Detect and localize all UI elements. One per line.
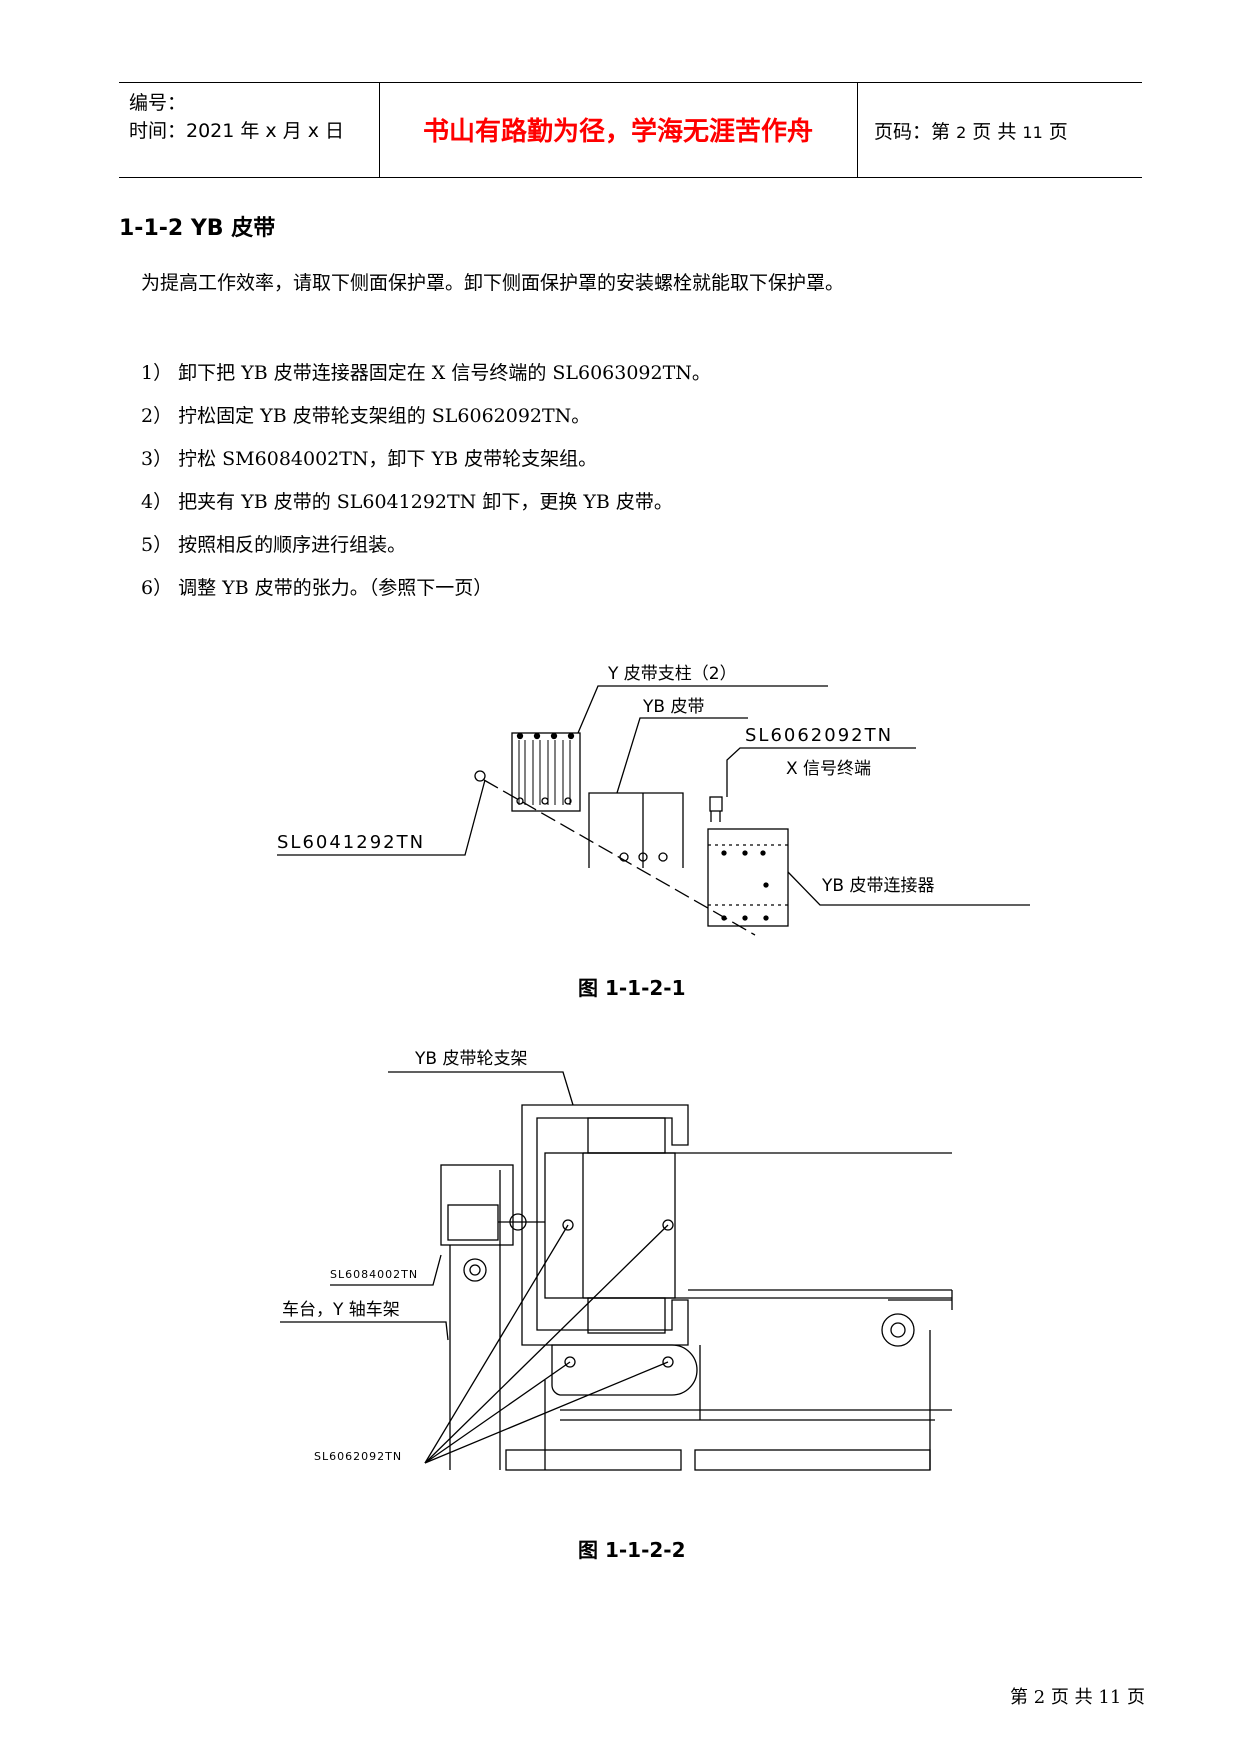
document-header: 编号： 时间：2021 年 x 月 x 日 书山有路勤为径，学海无涯苦作舟 页码… (119, 82, 1142, 178)
label-sl6084002tn: SL6084002TN (330, 1268, 418, 1281)
step-item: 1） 卸下把 YB 皮带连接器固定在 X 信号终端的 SL6063092TN。 (141, 362, 711, 384)
label-sl6062092tn-2: SL6062092TN (314, 1450, 402, 1463)
step-item: 4） 把夹有 YB 皮带的 SL6041292TN 卸下，更换 YB 皮带。 (141, 491, 673, 513)
header-motto: 书山有路勤为径，学海无涯苦作舟 (422, 117, 813, 147)
label-y-belt-post: Y 皮带支柱（2） (607, 664, 737, 684)
label-table-y-axis-frame: 车台，Y 轴车架 (282, 1300, 400, 1320)
page-prefix: 页码：第 (874, 121, 951, 143)
figure-1-caption: 图 1-1-2-1 (578, 976, 686, 1000)
page-suffix: 页 (1048, 121, 1068, 143)
page-current: 2 (956, 123, 967, 142)
belt-connector (707, 828, 789, 927)
section-intro: 为提高工作效率，请取下侧面保护罩。卸下侧面保护罩的安装螺栓就能取下保护罩。 (141, 272, 845, 294)
label-x-signal-terminal: X 信号终端 (786, 759, 871, 779)
header-meta: 编号： 时间：2021 年 x 月 x 日 (129, 89, 344, 145)
page-footer: 第 2 页 共 11 页 (1010, 1687, 1145, 1708)
label-yb-pulley-bracket: YB 皮带轮支架 (414, 1049, 527, 1069)
page-total: 11 (1022, 123, 1043, 142)
step-item: 2） 拧松固定 YB 皮带轮支架组的 SL6062092TN。 (141, 405, 591, 427)
header-divider (379, 83, 380, 177)
header-page-indicator: 页码：第 2 页 共 11 页 (874, 117, 1068, 144)
label-yb-belt-connector: YB 皮带连接器 (821, 876, 934, 896)
label-yb-belt: YB 皮带 (642, 697, 704, 717)
label-sl6062092tn: SL6062092TN (745, 725, 893, 746)
belt-post-block (511, 732, 581, 812)
figure-2-drawing (280, 1071, 953, 1471)
document-time-label: 时间：2021 年 x 月 x 日 (129, 120, 345, 142)
step-item: 5） 按照相反的顺序进行组装。 (141, 534, 407, 556)
step-item: 3） 拧松 SM6084002TN，卸下 YB 皮带轮支架组。 (141, 448, 598, 470)
section-title: 1-1-2 YB 皮带 (119, 216, 276, 241)
step-item: 6） 调整 YB 皮带的张力。（参照下一页） (141, 577, 493, 599)
label-sl6041292tn: SL6041292TN (277, 832, 425, 853)
header-divider (857, 83, 858, 177)
figure-2-caption: 图 1-1-2-2 (578, 1538, 686, 1562)
document-number-label: 编号： (129, 92, 187, 114)
page-mid: 页 共 (972, 121, 1017, 143)
